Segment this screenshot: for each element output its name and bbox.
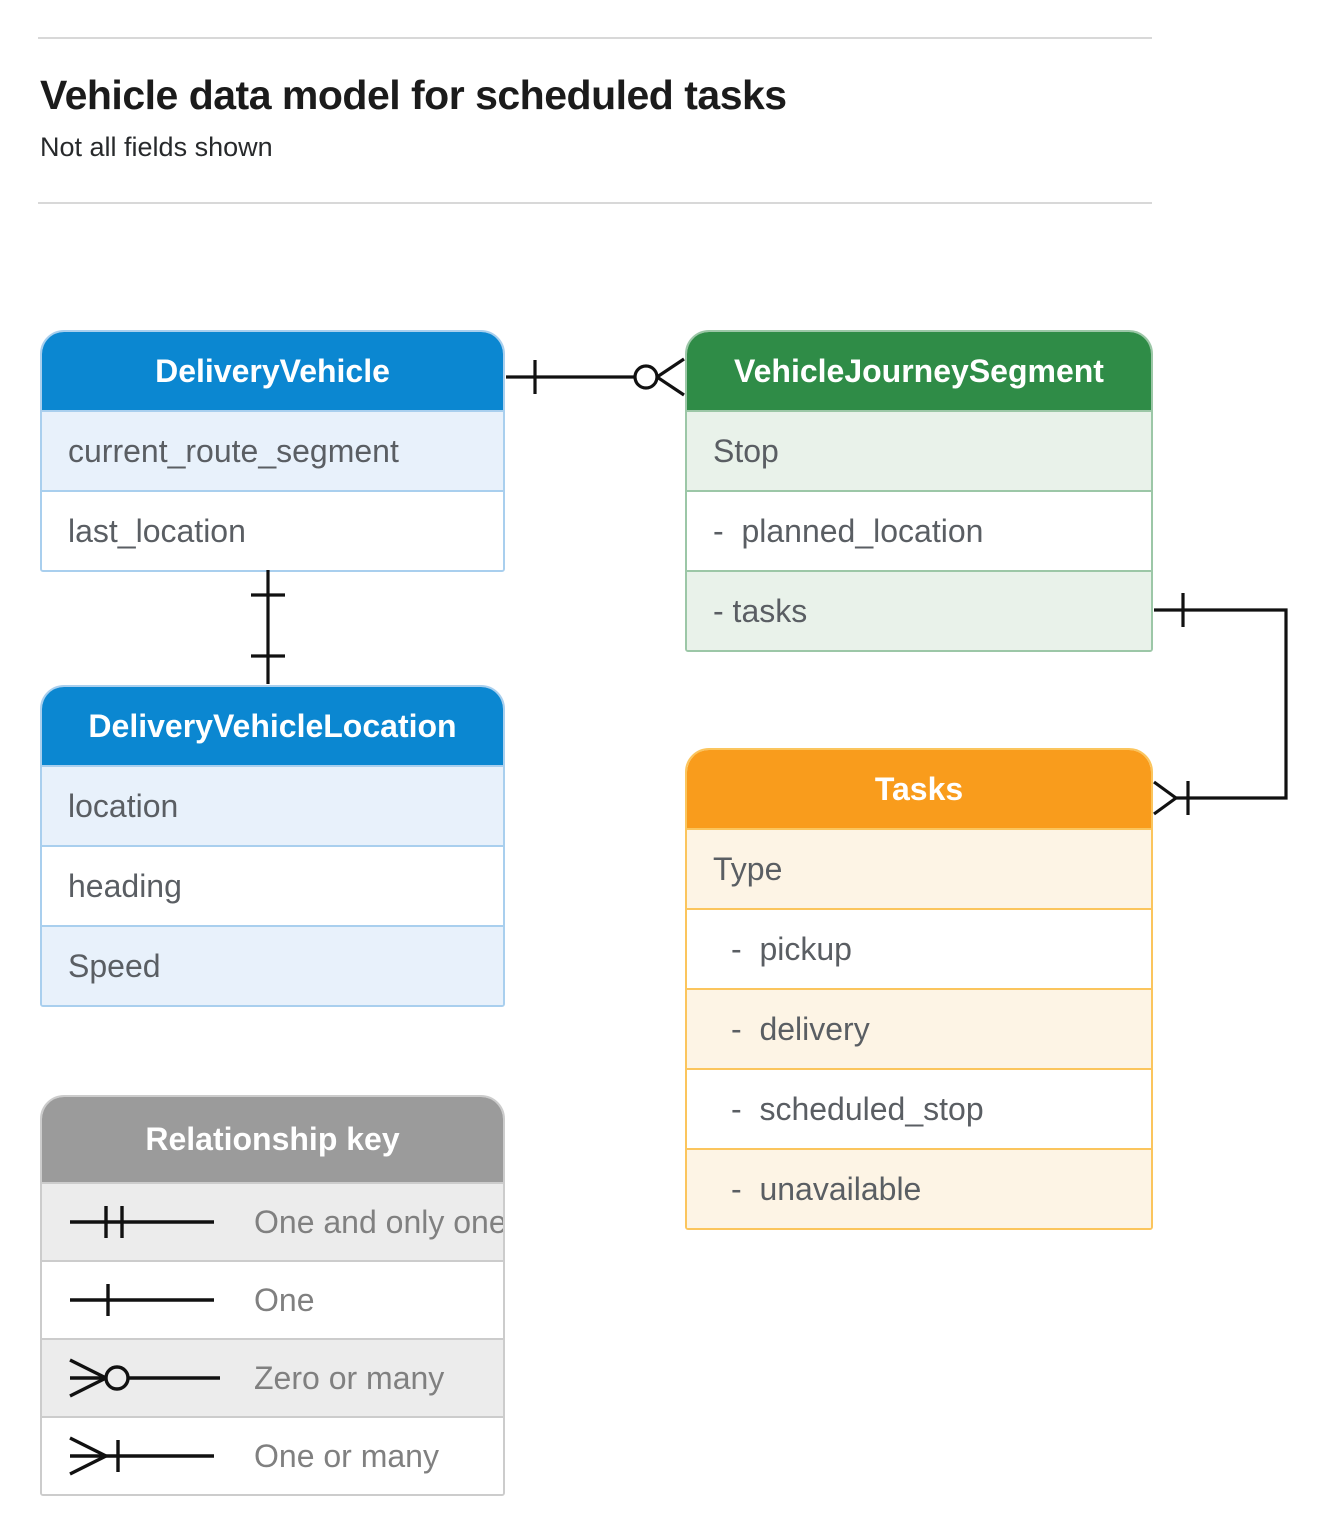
connector-deliveryvehicle-vehiclejourneysegment — [506, 357, 685, 397]
one-symbol — [70, 1284, 214, 1316]
field-delivery: - delivery — [687, 988, 1151, 1068]
field-stop: Stop — [687, 410, 1151, 490]
field-scheduled-stop: - scheduled_stop — [687, 1068, 1151, 1148]
key-row-zero-or-many: Zero or many — [42, 1338, 503, 1416]
key-label: Zero or many — [254, 1360, 445, 1396]
key-row-one-or-many: One or many — [42, 1416, 503, 1494]
entity-vehicle-journey-segment-title: VehicleJourneySegment — [687, 332, 1151, 410]
field-pickup: - pickup — [687, 908, 1151, 988]
field-tasks: - tasks — [687, 570, 1151, 650]
page-subtitle: Not all fields shown — [40, 132, 273, 162]
relationship-key: Relationship key One and only one One — [40, 1095, 505, 1496]
field-type: Type — [687, 828, 1151, 908]
field-last-location: last_location — [42, 490, 503, 570]
field-heading: heading — [42, 845, 503, 925]
field-planned-location: - planned_location — [687, 490, 1151, 570]
entity-delivery-vehicle: DeliveryVehicle current_route_segment la… — [40, 330, 505, 572]
key-row-one-and-only-one: One and only one — [42, 1182, 503, 1260]
key-label: One and only one — [254, 1204, 505, 1240]
entity-delivery-vehicle-title: DeliveryVehicle — [42, 332, 503, 410]
zero-or-many-symbol — [69, 1358, 220, 1398]
top-divider — [38, 37, 1152, 39]
entity-delivery-vehicle-location: DeliveryVehicleLocation location heading… — [40, 685, 505, 1007]
field-location: location — [42, 765, 503, 845]
connector-tasksfield-tasks — [1153, 593, 1288, 816]
one-and-only-one-symbol — [70, 1206, 214, 1238]
key-label: One or many — [254, 1438, 439, 1474]
field-speed: Speed — [42, 925, 503, 1005]
key-row-one: One — [42, 1260, 503, 1338]
one-or-many-symbol — [69, 1436, 214, 1476]
subtitle-divider — [38, 202, 1152, 204]
connector-deliveryvehicle-deliveryvehiclelocation — [251, 570, 285, 684]
entity-tasks: Tasks Type - pickup - delivery - schedul… — [685, 748, 1153, 1230]
relationship-key-title: Relationship key — [42, 1097, 503, 1182]
entity-tasks-title: Tasks — [687, 750, 1151, 828]
entity-delivery-vehicle-location-title: DeliveryVehicleLocation — [42, 687, 503, 765]
entity-vehicle-journey-segment: VehicleJourneySegment Stop - planned_loc… — [685, 330, 1153, 652]
field-current-route-segment: current_route_segment — [42, 410, 503, 490]
page-title: Vehicle data model for scheduled tasks — [40, 72, 787, 118]
key-label: One — [254, 1282, 315, 1318]
field-unavailable: - unavailable — [687, 1148, 1151, 1228]
